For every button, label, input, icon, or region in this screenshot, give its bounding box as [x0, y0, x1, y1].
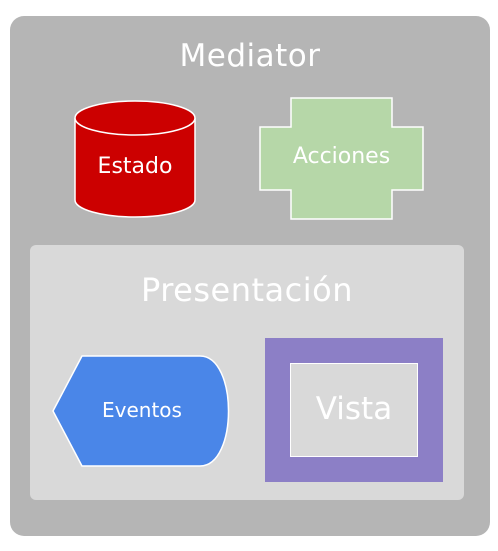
display-shape-icon [52, 355, 230, 467]
acciones-cross: Acciones [259, 97, 424, 220]
database-icon [74, 100, 196, 218]
eventos-label: Eventos [102, 398, 182, 422]
estado-database: Estado [74, 100, 196, 220]
vista-label: Vista [315, 391, 393, 427]
presentacion-title: Presentación [140, 271, 353, 309]
estado-label: Estado [97, 154, 173, 179]
cross-shape-icon [259, 97, 424, 220]
vista-inner-panel: Vista [290, 363, 418, 457]
mediator-title: Mediator [179, 38, 321, 74]
vista-frame: Vista [265, 338, 443, 482]
acciones-label: Acciones [292, 144, 391, 169]
eventos-display: Eventos [52, 355, 232, 467]
